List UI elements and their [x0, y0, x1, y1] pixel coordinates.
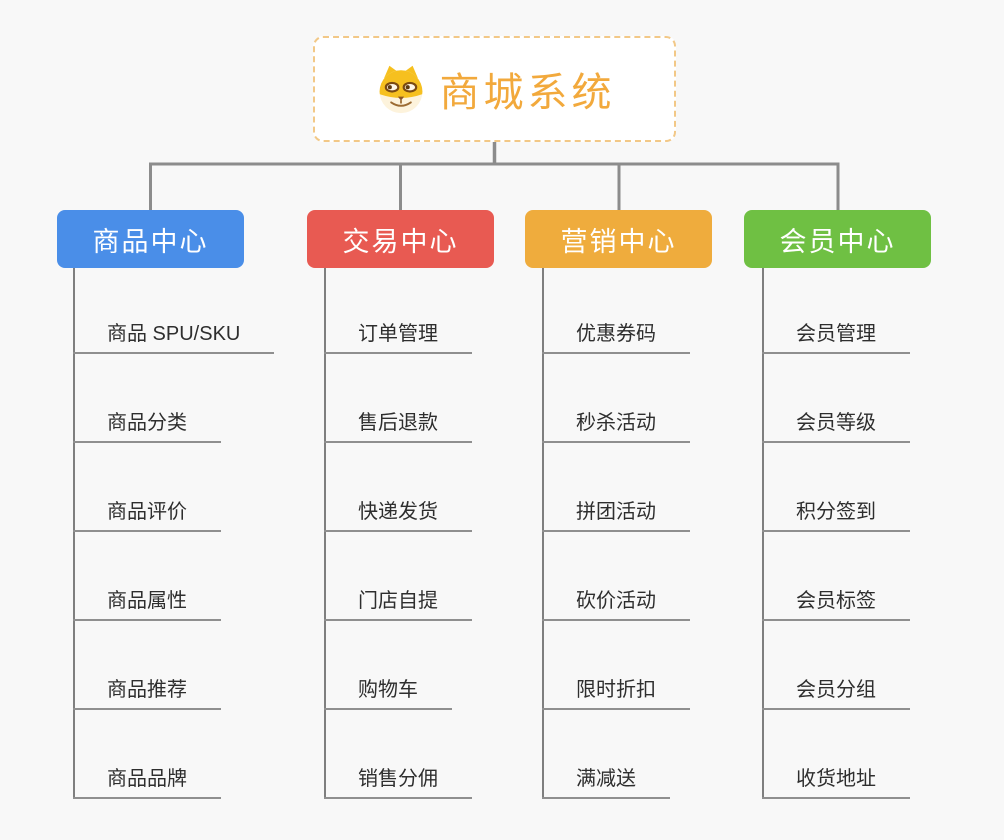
leaf-node[interactable]: 优惠券码	[542, 265, 690, 354]
root-node[interactable]: 商城系统	[313, 36, 676, 142]
doge-icon	[374, 64, 428, 114]
leaf-node[interactable]: 商品属性	[73, 532, 221, 621]
leaf-node[interactable]: 售后退款	[324, 354, 472, 443]
leaf-node[interactable]: 积分签到	[762, 443, 910, 532]
leaf-node[interactable]: 快递发货	[324, 443, 472, 532]
leaf-node[interactable]: 订单管理	[324, 265, 472, 354]
branch-items-member-center: 会员管理 会员等级 积分签到 会员标签 会员分组 收货地址	[762, 265, 910, 799]
leaf-node[interactable]: 商品分类	[73, 354, 221, 443]
leaf-node[interactable]: 会员管理	[762, 265, 910, 354]
branch-items-trade-center: 订单管理 售后退款 快递发货 门店自提 购物车 销售分佣	[324, 265, 472, 799]
leaf-node[interactable]: 限时折扣	[542, 621, 690, 710]
leaf-node[interactable]: 购物车	[324, 621, 452, 710]
root-title: 商城系统	[439, 71, 616, 115]
leaf-node[interactable]: 会员分组	[762, 621, 910, 710]
branch-label: 交易中心	[342, 226, 459, 257]
leaf-node[interactable]: 会员等级	[762, 354, 910, 443]
leaf-node[interactable]: 商品推荐	[73, 621, 221, 710]
leaf-node[interactable]: 商品 SPU/SKU	[73, 265, 275, 354]
leaf-node[interactable]: 会员标签	[762, 532, 910, 621]
branch-label: 商品中心	[92, 226, 209, 257]
branch-box-member-center[interactable]: 会员中心	[744, 210, 931, 268]
leaf-node[interactable]: 砍价活动	[542, 532, 690, 621]
leaf-node[interactable]: 收货地址	[762, 710, 910, 799]
branch-box-marketing-center[interactable]: 营销中心	[525, 210, 712, 268]
leaf-node[interactable]: 拼团活动	[542, 443, 690, 532]
leaf-node[interactable]: 商品品牌	[73, 710, 221, 799]
branch-box-product-center[interactable]: 商品中心	[57, 210, 244, 268]
leaf-node[interactable]: 门店自提	[324, 532, 472, 621]
branch-items-marketing-center: 优惠券码 秒杀活动 拼团活动 砍价活动 限时折扣 满减送	[542, 265, 690, 799]
leaf-node[interactable]: 商品评价	[73, 443, 221, 532]
branch-items-product-center: 商品 SPU/SKU 商品分类 商品评价 商品属性 商品推荐 商品品牌	[73, 265, 275, 799]
branch-label: 会员中心	[779, 226, 896, 257]
branch-box-trade-center[interactable]: 交易中心	[307, 210, 494, 268]
branch-label: 营销中心	[560, 226, 677, 257]
leaf-node[interactable]: 销售分佣	[324, 710, 472, 799]
leaf-node[interactable]: 秒杀活动	[542, 354, 690, 443]
leaf-node[interactable]: 满减送	[542, 710, 670, 799]
